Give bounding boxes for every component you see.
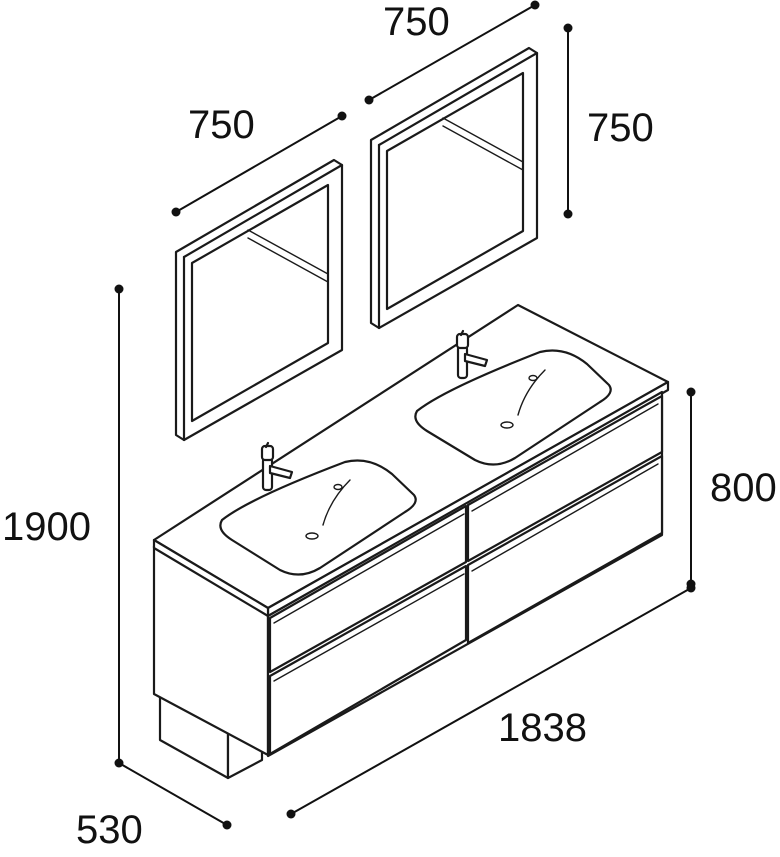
label-cabinet-width: 1838 (498, 706, 587, 750)
dim-dot (286, 809, 296, 819)
label-mirror-height: 750 (587, 106, 654, 150)
basin-left (219, 459, 417, 576)
dim-dot (222, 820, 232, 830)
mirror-right (369, 46, 539, 330)
dim-dot (530, 0, 540, 10)
dim-line-mirror-right-width (368, 4, 536, 101)
dim-dot (563, 209, 573, 219)
dim-dot (563, 23, 573, 33)
drawer-bottom-left (268, 564, 468, 756)
dim-dot (686, 387, 696, 397)
dim-dot (364, 95, 374, 105)
faucet-left (260, 441, 294, 492)
label-mirror-right-width: 750 (383, 0, 450, 44)
mirror-left (174, 158, 344, 442)
label-total-height: 1900 (2, 505, 91, 549)
dim-dot (337, 111, 347, 121)
drawer-top-right (466, 394, 664, 563)
faucet-right (455, 329, 489, 380)
label-mirror-left-width: 750 (188, 103, 255, 147)
label-cabinet-height: 800 (710, 466, 777, 510)
drawer-top-left (268, 504, 468, 674)
dim-dot (686, 583, 696, 593)
dimension-lines (114, 0, 696, 830)
label-cabinet-depth: 530 (76, 808, 143, 852)
dim-dot (114, 284, 124, 294)
dim-dot (171, 207, 181, 217)
dim-line-cabinet-width (290, 587, 692, 815)
vanity-cabinet (152, 303, 670, 780)
dim-line-mirror-left-width (175, 115, 343, 213)
basin-right (414, 349, 612, 466)
drawer-bottom-right (466, 454, 664, 645)
dim-line-cabinet-depth (118, 762, 228, 826)
